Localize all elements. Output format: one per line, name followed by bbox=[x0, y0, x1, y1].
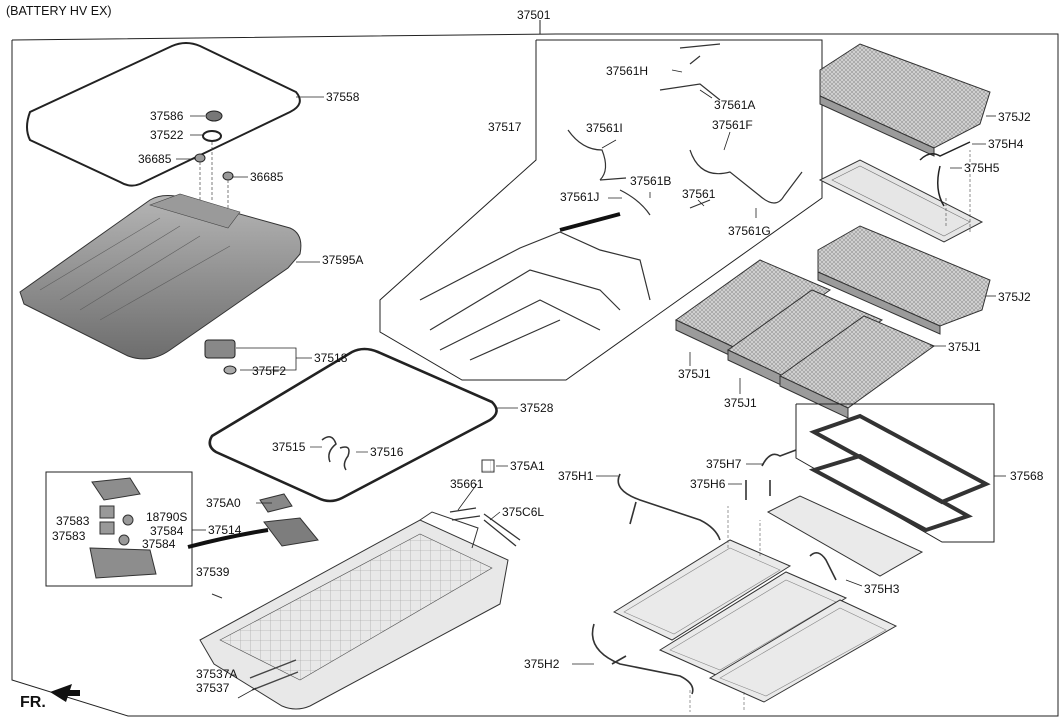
part-label-37528[interactable]: 37528 bbox=[520, 401, 554, 415]
wiring-harness bbox=[419, 43, 803, 361]
part-label-375A0[interactable]: 375A0 bbox=[206, 496, 241, 510]
part-label-37561J[interactable]: 37561J bbox=[560, 190, 600, 204]
coolant-hoses bbox=[591, 449, 837, 712]
battery-module-middle bbox=[817, 225, 996, 335]
part-label-37561A[interactable]: 37561A bbox=[714, 98, 756, 112]
part-label-375A1[interactable]: 375A1 bbox=[510, 459, 545, 473]
part-label-37517[interactable]: 37517 bbox=[488, 120, 522, 134]
part-label-37537[interactable]: 37537 bbox=[196, 681, 230, 695]
part-label-37561B[interactable]: 37561B bbox=[630, 174, 672, 188]
part-label-375H5[interactable]: 375H5 bbox=[964, 161, 1000, 175]
battery-modules-lower bbox=[675, 259, 946, 419]
part-label-375J1-left[interactable]: 375J1 bbox=[678, 367, 711, 381]
part-label-37568[interactable]: 37568 bbox=[1010, 469, 1044, 483]
battery-module-top bbox=[819, 43, 996, 157]
small-brackets bbox=[310, 436, 368, 471]
diagram-title: (BATTERY HV EX) bbox=[6, 4, 112, 18]
part-label-37583-lower[interactable]: 37583 bbox=[52, 529, 86, 543]
part-label-35661[interactable]: 35661 bbox=[450, 477, 484, 491]
part-label-37514[interactable]: 37514 bbox=[208, 523, 242, 537]
top-cover-gasket bbox=[26, 42, 301, 187]
part-label-37558[interactable]: 37558 bbox=[326, 90, 360, 104]
lower-battery-tray bbox=[199, 511, 509, 710]
assembly-number: 37501 bbox=[517, 8, 551, 22]
part-label-375J2-middle[interactable]: 375J2 bbox=[998, 290, 1031, 304]
part-label-375F2[interactable]: 375F2 bbox=[252, 364, 287, 378]
part-label-36685[interactable]: 36685 bbox=[138, 152, 172, 166]
part-label-375H1[interactable]: 375H1 bbox=[558, 469, 594, 483]
part-label-37539[interactable]: 37539 bbox=[196, 565, 230, 579]
part-label-37515[interactable]: 37515 bbox=[272, 440, 306, 454]
part-label-37586[interactable]: 37586 bbox=[150, 109, 184, 123]
part-label-37561I[interactable]: 37561I bbox=[586, 121, 623, 135]
part-label-375H3[interactable]: 375H3 bbox=[864, 582, 900, 596]
bms-component-box bbox=[45, 471, 319, 587]
part-label-37522[interactable]: 37522 bbox=[150, 128, 184, 142]
part-label-37584[interactable]: 37584 bbox=[150, 524, 184, 538]
part-label-375C6L[interactable]: 375C6L bbox=[502, 505, 545, 519]
cooling-plate-upper bbox=[818, 141, 984, 243]
part-label-37584-lower[interactable]: 37584 bbox=[142, 537, 176, 551]
part-label-36685-right[interactable]: 36685 bbox=[250, 170, 284, 184]
front-direction-arrow bbox=[50, 684, 80, 702]
cover-small-parts bbox=[176, 110, 248, 212]
part-label-375H4[interactable]: 375H4 bbox=[988, 137, 1024, 151]
part-label-375J1-center[interactable]: 375J1 bbox=[724, 396, 757, 410]
part-label-37561F[interactable]: 37561F bbox=[712, 118, 753, 132]
part-label-37561G[interactable]: 37561G bbox=[728, 224, 771, 238]
outer-frame bbox=[11, 20, 1059, 717]
part-label-37595A[interactable]: 37595A bbox=[322, 253, 364, 267]
part-label-37561H[interactable]: 37561H bbox=[606, 64, 649, 78]
leader-lines bbox=[237, 69, 986, 699]
cooling-plates-lower bbox=[612, 495, 924, 703]
side-rail-frames bbox=[795, 403, 1006, 543]
front-label: FR. bbox=[20, 694, 46, 711]
part-label-375J2-top[interactable]: 375J2 bbox=[998, 110, 1031, 124]
part-label-37518[interactable]: 37518 bbox=[314, 351, 348, 365]
upper-case-cover bbox=[19, 193, 320, 360]
part-label-375H6[interactable]: 375H6 bbox=[690, 477, 726, 491]
service-plug-parts bbox=[204, 339, 312, 375]
part-label-375J1-right[interactable]: 375J1 bbox=[948, 340, 981, 354]
part-label-37516[interactable]: 37516 bbox=[370, 445, 404, 459]
lower-gasket bbox=[208, 347, 498, 503]
part-label-37537A[interactable]: 37537A bbox=[196, 667, 238, 681]
part-label-375H2[interactable]: 375H2 bbox=[524, 657, 560, 671]
small-connectors bbox=[449, 459, 521, 547]
part-label-37561[interactable]: 37561 bbox=[682, 187, 716, 201]
part-label-375H7[interactable]: 375H7 bbox=[706, 457, 742, 471]
part-label-18790S[interactable]: 18790S bbox=[146, 510, 188, 524]
part-label-37583[interactable]: 37583 bbox=[56, 514, 90, 528]
